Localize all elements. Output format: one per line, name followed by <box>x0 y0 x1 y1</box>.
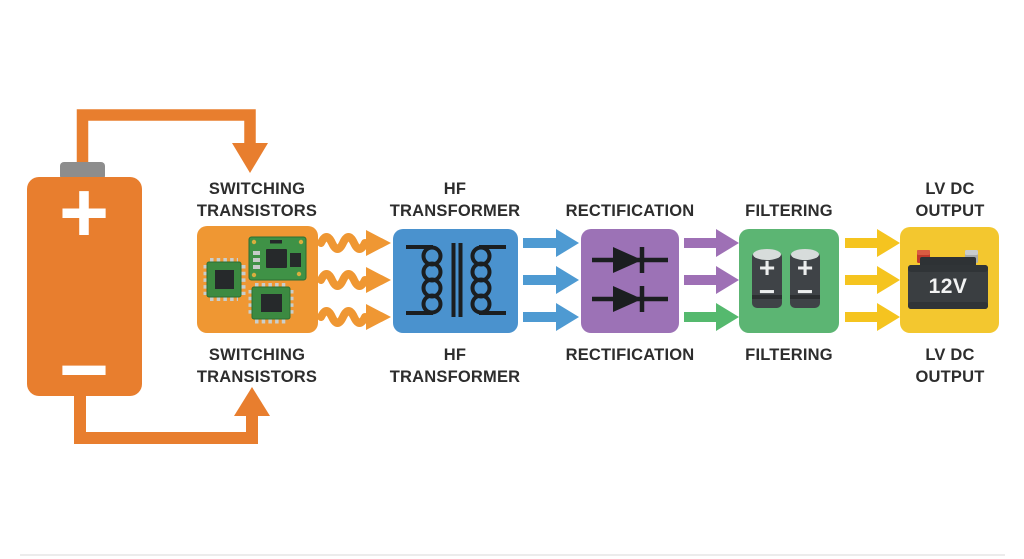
label-top-rectification: RECTIFICATION <box>565 202 695 220</box>
stage-box-lv-dc-output <box>900 227 999 333</box>
diodes-icon <box>592 247 668 312</box>
battery-minus-symbol: − <box>58 322 110 418</box>
label-top-lv-dc-output: LV DC OUTPUT <box>915 180 985 220</box>
arrows-filtering-to-output <box>845 229 900 331</box>
capacitor2-plus-symbol: + <box>796 252 814 283</box>
arrows-rectification-to-filtering <box>684 229 739 331</box>
battery-to-switching-wire-bottom <box>74 387 270 444</box>
arrows-transformer-to-rectification <box>523 229 579 331</box>
capacitors-icon <box>752 249 820 308</box>
stage-box-rectification <box>581 229 679 333</box>
voltage-label: 12V <box>928 275 968 298</box>
label-top-switching-transistors: SWITCHING TRANSISTORS <box>196 180 318 220</box>
up-arrowhead <box>234 387 270 416</box>
wavy-arrows-switching-to-transformer <box>317 230 391 330</box>
capacitor1-minus-symbol: − <box>758 276 776 307</box>
label-bottom-rectification: RECTIFICATION <box>565 346 695 364</box>
battery-plus-symbol: + <box>58 165 110 261</box>
battery-to-switching-wire-top <box>76 109 268 180</box>
label-top-hf-transformer: HF TRANSFORMER <box>389 180 521 220</box>
label-bottom-switching-transistors: SWITCHING TRANSISTORS <box>196 346 318 386</box>
microchips-icon <box>203 236 307 324</box>
label-bottom-filtering: FILTERING <box>745 346 833 364</box>
transformer-coil-icon <box>406 243 506 317</box>
capacitor2-minus-symbol: − <box>796 276 814 307</box>
stage-box-filtering <box>739 229 839 333</box>
car-battery-icon <box>908 250 988 309</box>
capacitor1-plus-symbol: + <box>758 252 776 283</box>
stage-box-switching-transistors <box>197 226 318 333</box>
label-top-filtering: FILTERING <box>745 202 833 220</box>
stage-box-hf-transformer <box>393 229 518 333</box>
label-bottom-hf-transformer: HF TRANSFORMER <box>389 346 521 386</box>
battery-icon <box>27 177 142 396</box>
down-arrowhead <box>232 143 268 173</box>
bottom-artifact-line <box>20 554 1005 556</box>
label-bottom-lv-dc-output: LV DC OUTPUT <box>915 346 985 386</box>
battery-cap <box>60 162 105 180</box>
